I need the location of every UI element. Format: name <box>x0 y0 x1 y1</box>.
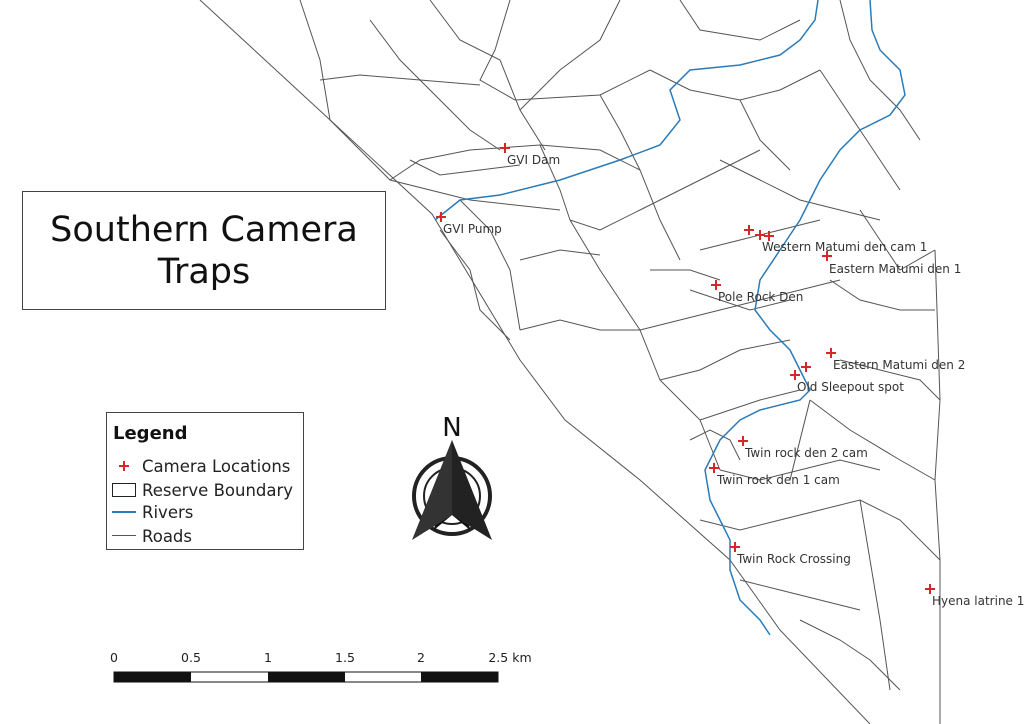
road-line-icon <box>112 529 136 543</box>
camera-layer <box>436 143 935 594</box>
camera-marker[interactable] <box>744 225 754 235</box>
camera-marker[interactable] <box>709 463 719 473</box>
camera-label: Eastern Matumi den 1 <box>829 262 962 276</box>
camera-label: GVI Dam <box>507 153 561 167</box>
camera-marker[interactable] <box>764 231 774 241</box>
camera-marker[interactable] <box>826 348 836 358</box>
north-arrow-label: N <box>442 413 461 443</box>
camera-label: Western Matumi den cam 1 <box>762 240 928 254</box>
camera-label: Old Sleepout spot <box>797 380 904 394</box>
legend-label-rivers: Rivers <box>142 502 194 522</box>
camera-label: GVI Pump <box>443 222 502 236</box>
camera-marker[interactable] <box>755 230 765 240</box>
legend-label-roads: Roads <box>142 526 192 546</box>
camera-marker[interactable] <box>822 251 832 261</box>
legend-item-roads: Roads <box>112 525 192 547</box>
camera-label: Twin Rock Crossing <box>737 552 851 566</box>
map-title-line1: Southern Camera <box>50 209 358 250</box>
camera-marker[interactable] <box>730 542 740 552</box>
camera-label: Pole Rock Den <box>718 290 804 304</box>
legend-title: Legend <box>113 423 188 444</box>
scale-tick-0: 0 <box>110 650 118 665</box>
camera-label: Eastern Matumi den 2 <box>833 358 966 372</box>
camera-marker[interactable] <box>801 362 811 372</box>
scale-tick-3: 1.5 <box>335 650 355 665</box>
rivers-layer <box>434 0 906 636</box>
legend-item-rivers: Rivers <box>112 501 193 523</box>
scale-tick-2: 1 <box>264 650 272 665</box>
north-arrow-icon: N <box>412 413 492 540</box>
scale-bar <box>113 671 499 683</box>
camera-label: Twin rock den 2 cam <box>745 446 868 460</box>
roads-layer <box>199 0 941 724</box>
map-title-box: Southern Camera Traps <box>22 191 386 310</box>
camera-marker[interactable] <box>790 370 800 380</box>
camera-marker[interactable] <box>925 584 935 594</box>
camera-marker[interactable] <box>711 280 721 290</box>
camera-marker[interactable] <box>500 143 510 153</box>
camera-cross-icon <box>112 459 136 473</box>
scale-tick-5: 2.5 km <box>488 650 532 665</box>
boundary-box-icon <box>112 483 136 497</box>
camera-marker[interactable] <box>738 436 748 446</box>
legend-label-boundary: Reserve Boundary <box>142 480 294 500</box>
scale-tick-4: 2 <box>417 650 425 665</box>
legend-item-camera: Camera Locations <box>112 455 290 477</box>
camera-marker[interactable] <box>436 212 446 222</box>
map-title-line2: Traps <box>157 251 251 292</box>
river-line-icon <box>112 505 136 519</box>
camera-label: Twin rock den 1 cam <box>717 473 840 487</box>
scale-tick-1: 0.5 <box>181 650 201 665</box>
legend-item-boundary: Reserve Boundary <box>112 479 293 501</box>
legend-box: Legend Camera Locations Reserve Boundary… <box>106 412 304 550</box>
camera-label: Hyena latrine 1 <box>932 594 1024 608</box>
legend-label-camera: Camera Locations <box>142 456 291 476</box>
